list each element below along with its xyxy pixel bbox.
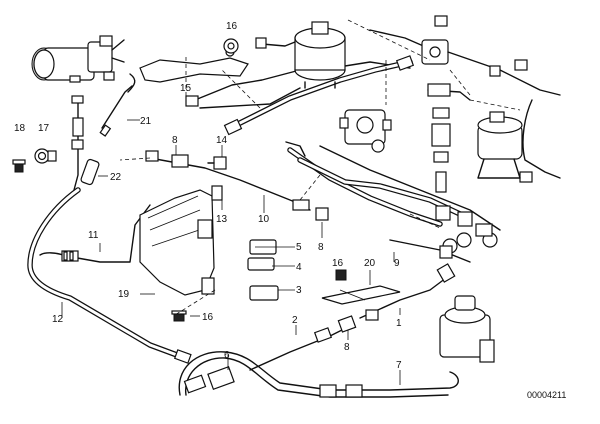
callout-22: 22	[110, 172, 122, 183]
clip-14	[207, 156, 227, 170]
callout-13: 13	[216, 214, 228, 225]
hose-22	[80, 158, 108, 186]
callout-19: 19	[118, 289, 130, 300]
holder-4	[247, 257, 275, 271]
callouts: 16 15 18 17 21 8 14 22 13 10 11 8 5 16 2…	[14, 21, 402, 371]
callout-12: 12	[52, 314, 64, 325]
callout-20: 20	[364, 258, 376, 269]
callout-3: 3	[296, 285, 302, 296]
bolt-18	[12, 159, 26, 173]
callout-5: 5	[296, 242, 302, 253]
line-7	[178, 351, 459, 398]
callout-16-mid: 16	[332, 258, 344, 269]
reference-number: 00004211	[527, 390, 566, 400]
callout-9: 9	[394, 258, 400, 269]
callout-1: 1	[396, 318, 402, 329]
line-11	[39, 204, 151, 263]
callout-8-mid: 8	[318, 242, 324, 253]
line-12	[27, 187, 192, 364]
callout-8-upper: 8	[172, 135, 178, 146]
washer-16-top	[223, 38, 239, 54]
callout-17: 17	[38, 123, 50, 134]
right-hoses	[285, 141, 501, 254]
dashed-guides	[119, 19, 521, 316]
callout-8-lower: 8	[344, 342, 350, 353]
bracket-13	[211, 185, 223, 201]
callout-2: 2	[292, 315, 298, 326]
line-10	[145, 150, 329, 221]
pump-assembly	[31, 35, 125, 83]
line-1	[359, 263, 456, 321]
callout-18: 18	[14, 123, 26, 134]
callout-11: 11	[88, 230, 99, 241]
callout-14: 14	[216, 135, 228, 146]
main-pressure-hose	[223, 55, 415, 136]
callout-15: 15	[180, 83, 192, 94]
callout-7: 7	[396, 360, 402, 371]
callout-6: 6	[224, 350, 230, 361]
callout-21: 21	[140, 116, 152, 127]
line-9	[389, 239, 471, 263]
callout-10: 10	[258, 214, 270, 225]
callout-16-lower: 16	[202, 312, 214, 323]
line-2	[249, 315, 357, 371]
callout-4: 4	[296, 262, 302, 273]
holder-3	[249, 285, 279, 301]
bolt-16-middle	[335, 269, 347, 281]
callout-16-top: 16	[226, 21, 238, 32]
leader-lines	[61, 119, 401, 385]
fluid-reservoir	[439, 295, 495, 363]
pressure-accumulator-upper	[255, 21, 346, 89]
pump-feed-line	[71, 73, 136, 191]
clamp-17	[34, 148, 57, 164]
pressure-accumulator-right	[477, 111, 523, 179]
bracket-20	[321, 285, 401, 305]
heat-shield-19	[139, 189, 215, 296]
upper-right-assembly	[369, 15, 561, 183]
valve-block	[339, 109, 392, 153]
sleeve-stack	[427, 83, 471, 193]
